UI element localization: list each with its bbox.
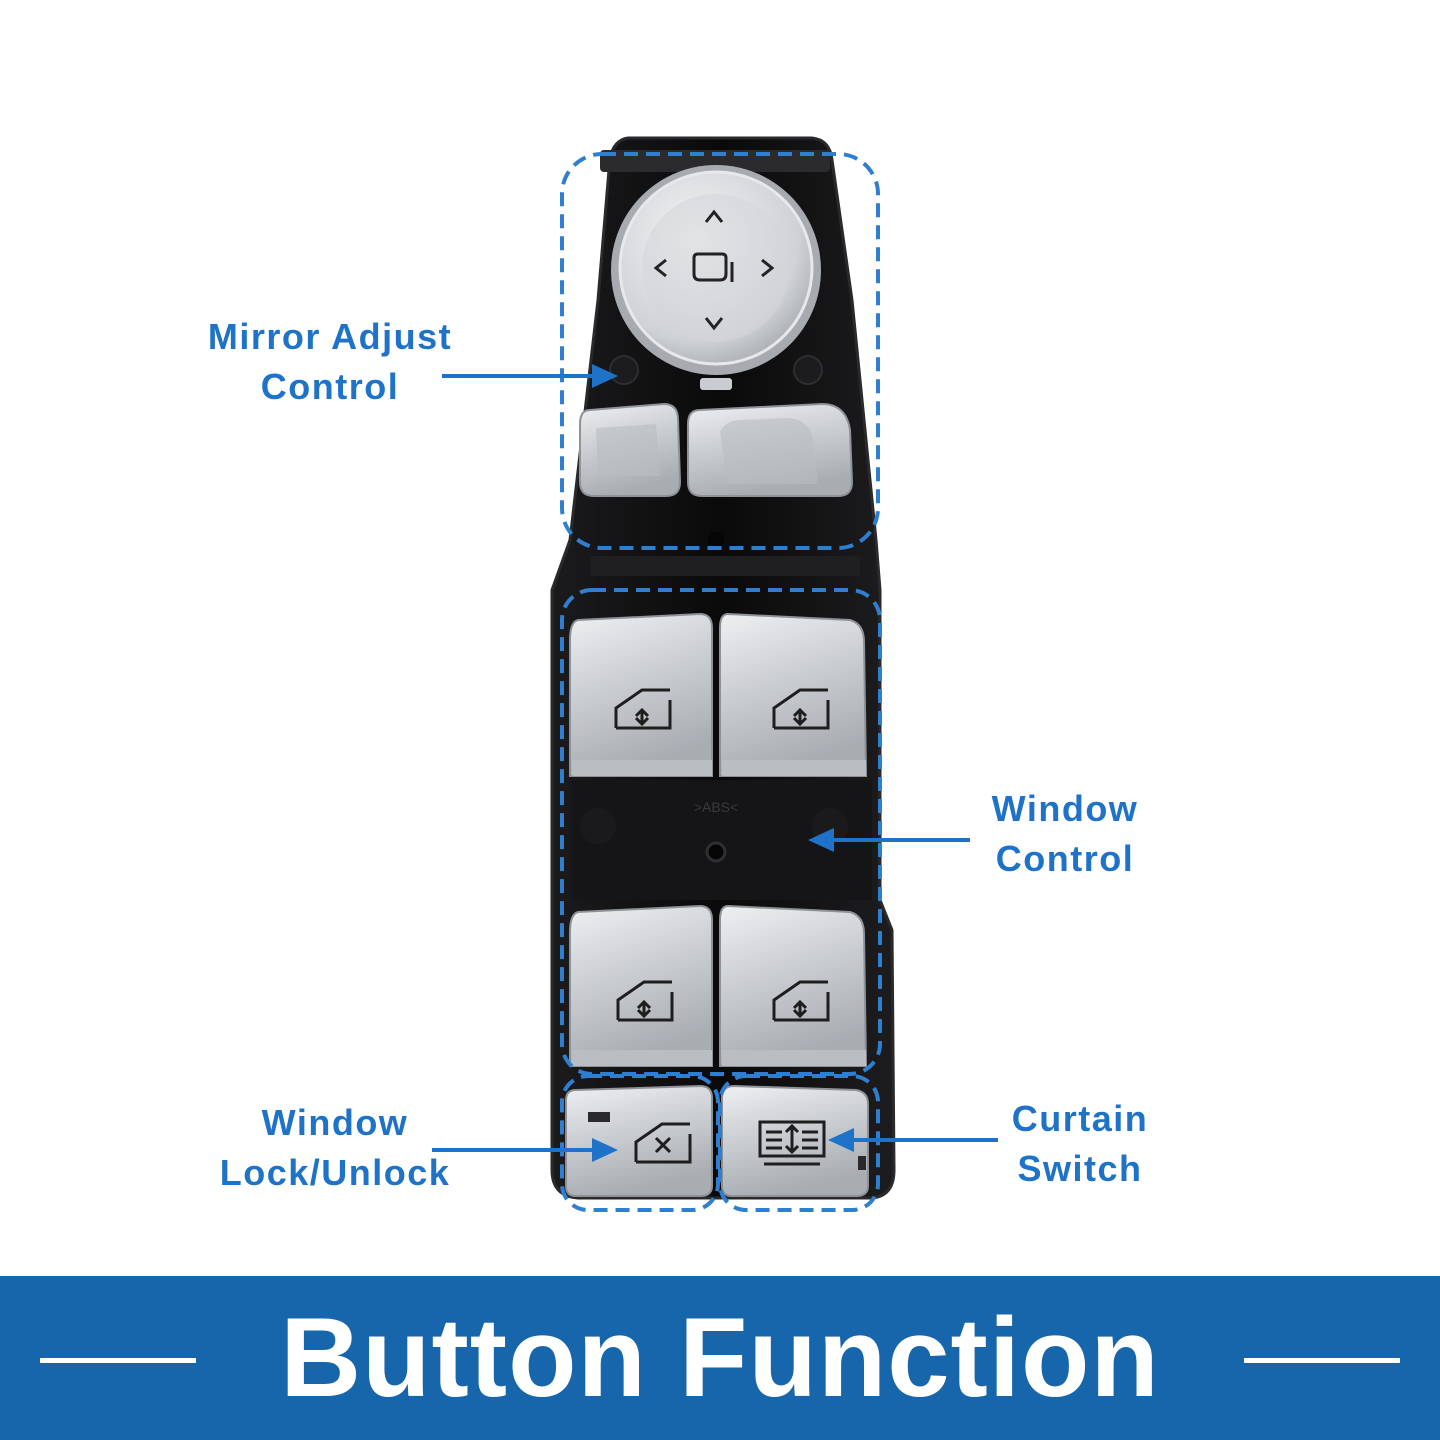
window-control-label-line1: Window xyxy=(991,788,1139,829)
window-switch-panel-illustration: >ABS< xyxy=(432,136,998,1212)
window-lock-arrow-pointer xyxy=(432,1138,618,1162)
curtain-icon xyxy=(758,1120,826,1166)
title-banner: Button Function xyxy=(0,1276,1440,1440)
window-lock-highlight xyxy=(560,1074,720,1212)
window-button-rear-left[interactable] xyxy=(569,904,713,1067)
banner-left-rule xyxy=(40,1358,196,1363)
mirror-arrow-down-icon xyxy=(704,317,724,331)
window-control-label-line2: Control xyxy=(995,838,1135,879)
curtain-switch-label: Curtain Switch xyxy=(990,1094,1170,1194)
window-button-front-left[interactable] xyxy=(569,612,713,777)
banner-right-rule xyxy=(1244,1358,1400,1363)
curtain-arrow-pointer xyxy=(828,1128,998,1152)
banner-title: Button Function xyxy=(280,1295,1160,1420)
curtain-switch-label-line2: Switch xyxy=(1017,1148,1143,1189)
curtain-switch-highlight xyxy=(718,1074,880,1212)
window-updown-icon xyxy=(614,688,672,730)
window-updown-icon xyxy=(616,980,674,1022)
mirror-arrow-right-icon xyxy=(761,258,775,278)
curtain-switch-label-line1: Curtain xyxy=(1011,1098,1149,1139)
mirror-select-icon xyxy=(692,252,734,282)
mirror-adjust-label: Mirror Adjust Control xyxy=(180,312,480,412)
window-updown-icon xyxy=(772,980,830,1022)
window-lock-label-line2: Lock/Unlock xyxy=(219,1152,451,1193)
mirror-right-button[interactable] xyxy=(687,402,854,497)
mirror-arrow-left-icon xyxy=(653,258,667,278)
svg-text:>ABS<: >ABS< xyxy=(694,799,738,815)
window-lock-icon xyxy=(634,1122,692,1164)
mirror-adjust-label-line2: Control xyxy=(260,366,400,407)
window-lock-button[interactable] xyxy=(565,1084,713,1197)
window-control-label: Window Control xyxy=(960,784,1170,884)
window-updown-icon xyxy=(772,688,830,730)
window-lock-label-line1: Window xyxy=(261,1102,409,1143)
mirror-control-highlight xyxy=(560,152,880,550)
window-control-highlight xyxy=(560,588,882,1076)
mirror-left-button[interactable] xyxy=(579,402,682,497)
mirror-adjust-label-line1: Mirror Adjust xyxy=(207,316,453,357)
mirror-arrow-up-icon xyxy=(704,209,724,223)
mirror-arrow-pointer xyxy=(442,364,618,388)
window-lock-label: Window Lock/Unlock xyxy=(190,1098,480,1198)
window-control-arrow-pointer xyxy=(808,828,970,852)
